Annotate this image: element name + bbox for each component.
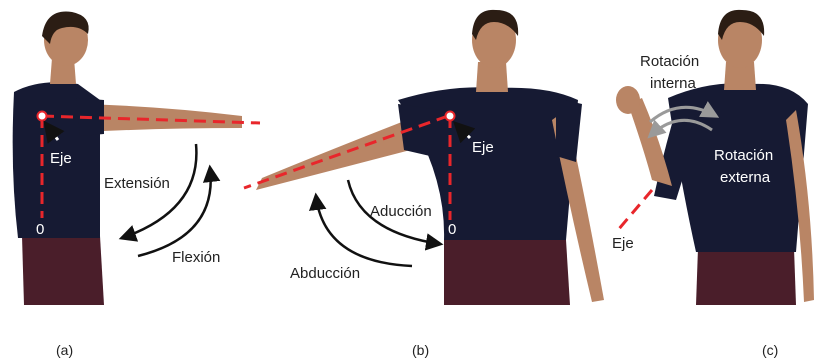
extension-label: Extensión <box>104 175 170 192</box>
internal-rotation-label-line1: Rotación <box>640 53 699 70</box>
axis-label-b: Eje <box>472 139 494 156</box>
rotation-axis-line <box>618 190 652 230</box>
flexion-label: Flexión <box>172 249 220 266</box>
figure-b <box>256 10 604 305</box>
shoulder-pivot <box>38 112 47 121</box>
abduction-label: Abducción <box>290 265 360 282</box>
internal-rotation-label-line2: interna <box>650 75 697 92</box>
panel-c: Rotación interna Rotación externa Eje (c… <box>612 10 814 358</box>
panel-caption-b: (b) <box>412 342 429 358</box>
zero-label-a: 0 <box>36 221 44 238</box>
external-rotation-label-line2: externa <box>720 169 771 186</box>
adduction-label: Aducción <box>370 203 432 220</box>
external-rotation-label-line1: Rotación <box>714 147 773 164</box>
panel-caption-c: (c) <box>762 342 778 358</box>
zero-label-b: 0 <box>448 221 456 238</box>
shoulder-pivot-b <box>446 112 455 121</box>
axis-label-a: Eje <box>50 150 72 167</box>
panel-b: Eje 0 Aducción Abducción (b) <box>244 10 604 358</box>
panel-caption-a: (a) <box>56 342 73 358</box>
axis-label-c: Eje <box>612 235 634 252</box>
panel-a: Eje 0 Extensión Flexión (a) <box>13 12 260 359</box>
